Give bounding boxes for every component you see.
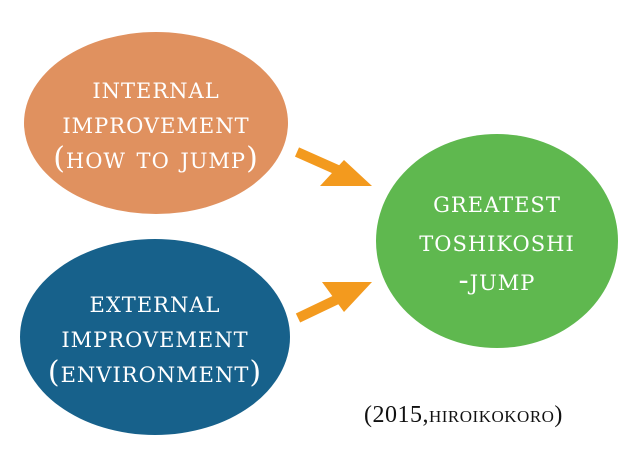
node-label-line: IMPROVEMENT bbox=[61, 319, 249, 355]
node-label-line: IMPROVEMENT bbox=[62, 105, 250, 141]
external-improvement-node: EXTERNAL IMPROVEMENT (ENVIRONMENT) bbox=[20, 239, 290, 435]
greatest-toshikoshi-jump-node: GREATEST TOSHIKOSHI -JUMP bbox=[376, 134, 618, 348]
citation-text: (2015,HIROIKOKORO) bbox=[364, 402, 563, 428]
internal-improvement-node: INTERNAL IMPROVEMENT (HOW TO JUMP) bbox=[24, 32, 288, 214]
node-label-line: INTERNAL bbox=[92, 70, 220, 106]
arrow-external-to-goal bbox=[295, 282, 372, 323]
node-label-line: EXTERNAL bbox=[89, 284, 221, 320]
node-label-line: -JUMP bbox=[458, 262, 536, 298]
node-label-line: GREATEST bbox=[433, 184, 561, 220]
node-label-line: TOSHIKOSHI bbox=[419, 223, 575, 259]
node-label-line: (ENVIRONMENT) bbox=[47, 354, 263, 390]
node-label-line: (HOW TO JUMP) bbox=[53, 140, 259, 176]
arrow-internal-to-goal bbox=[294, 147, 372, 186]
